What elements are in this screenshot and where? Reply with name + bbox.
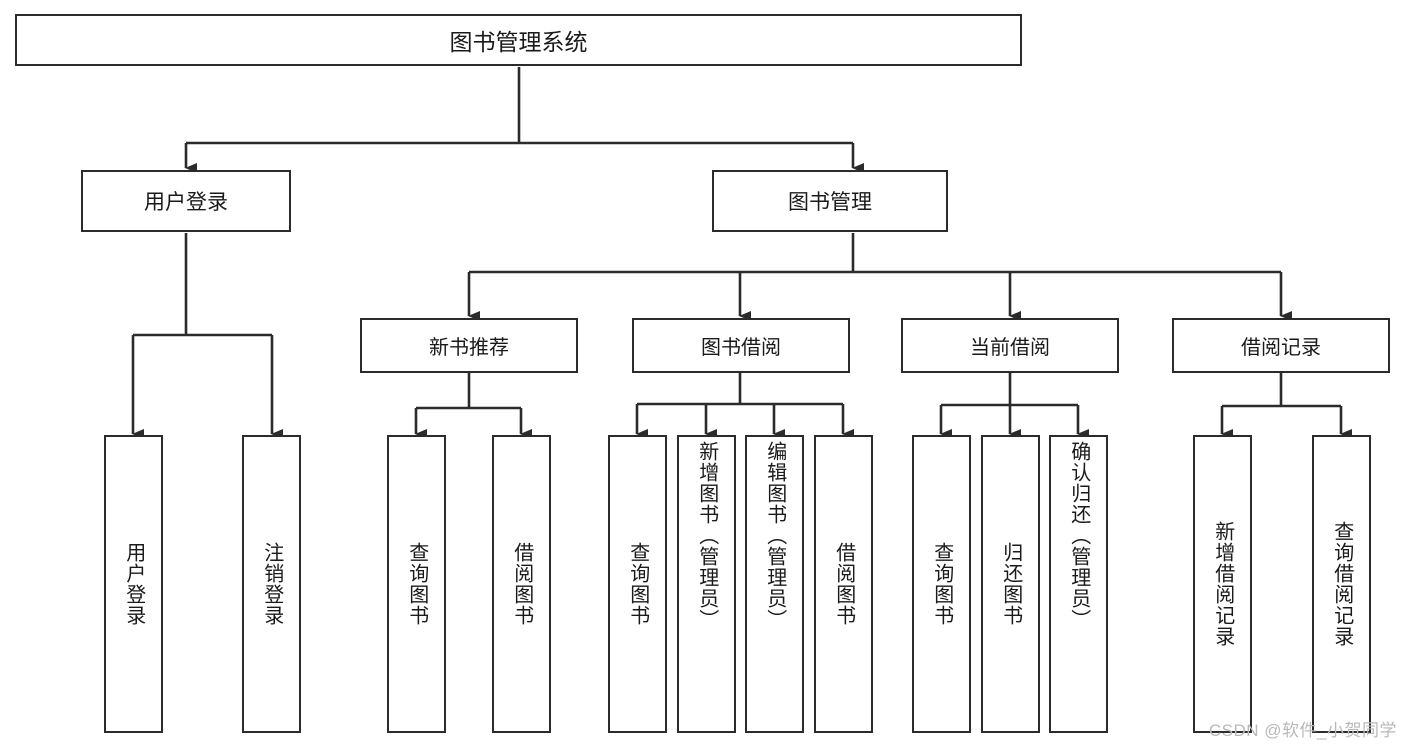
node-leaf-return-book-label: 归还图书	[999, 542, 1022, 626]
node-leaf-borrow-book-2[interactable]: 借阅图书	[814, 435, 873, 733]
leaf-text-wrap: 用户登录	[106, 437, 161, 731]
node-leaf-query-book-2-label: 查询图书	[626, 542, 649, 626]
node-leaf-borrow-book-1-label: 借阅图书	[510, 542, 533, 626]
node-leaf-user-login-label: 用户登录	[122, 542, 145, 626]
leaf-text-wrap: 注销登录	[244, 437, 299, 731]
node-leaf-add-book[interactable]: 新增图书（管理员）	[677, 435, 736, 733]
node-leaf-query-book-2[interactable]: 查询图书	[608, 435, 667, 733]
leaf-text-wrap: 借阅图书	[816, 437, 871, 731]
node-leaf-user-login[interactable]: 用户登录	[104, 435, 163, 733]
node-borrow-record[interactable]: 借阅记录	[1172, 318, 1390, 373]
node-leaf-borrow-book-2-label: 借阅图书	[832, 542, 855, 626]
node-leaf-query-book-1-label: 查询图书	[405, 542, 428, 626]
node-root-system[interactable]: 图书管理系统	[15, 14, 1022, 66]
node-leaf-logout-label: 注销登录	[260, 542, 283, 626]
leaf-text-wrap: 归还图书	[983, 437, 1038, 731]
node-borrow-record-label: 借阅记录	[1241, 337, 1321, 359]
leaf-text-wrap: 查询图书	[610, 437, 665, 731]
leaf-text-wrap: 借阅图书	[494, 437, 549, 731]
leaf-text-wrap: 确认归还（管理员）	[1051, 437, 1106, 735]
leaf-text-wrap: 新增图书（管理员）	[679, 437, 734, 735]
node-leaf-query-book-3[interactable]: 查询图书	[912, 435, 971, 733]
leaf-text-wrap: 查询借阅记录	[1314, 437, 1369, 731]
node-current-borrow-label: 当前借阅	[970, 337, 1050, 359]
watermark-label: CSDN @软件_小贺同学	[1208, 721, 1397, 740]
node-user-login-label: 用户登录	[144, 191, 228, 214]
node-root-label: 图书管理系统	[449, 29, 588, 55]
node-leaf-return-book[interactable]: 归还图书	[981, 435, 1040, 733]
node-leaf-logout[interactable]: 注销登录	[242, 435, 301, 733]
node-leaf-edit-book-label: 编辑图书（管理员）	[763, 441, 786, 630]
leaf-text-wrap: 编辑图书（管理员）	[747, 437, 802, 735]
node-book-manage-label: 图书管理	[788, 191, 872, 214]
node-user-login[interactable]: 用户登录	[81, 170, 291, 232]
node-current-borrow[interactable]: 当前借阅	[901, 318, 1119, 373]
leaf-text-wrap: 新增借阅记录	[1195, 437, 1250, 731]
node-leaf-query-book-1[interactable]: 查询图书	[387, 435, 446, 733]
leaf-text-wrap: 查询图书	[389, 437, 444, 731]
node-leaf-query-record[interactable]: 查询借阅记录	[1312, 435, 1371, 733]
node-book-manage[interactable]: 图书管理	[712, 170, 948, 232]
node-leaf-add-record-label: 新增借阅记录	[1211, 521, 1234, 647]
node-leaf-query-record-label: 查询借阅记录	[1330, 521, 1353, 647]
node-leaf-query-book-3-label: 查询图书	[930, 542, 953, 626]
node-leaf-add-record[interactable]: 新增借阅记录	[1193, 435, 1252, 733]
node-new-book-recommend-label: 新书推荐	[429, 337, 509, 359]
node-leaf-confirm-return-label: 确认归还（管理员）	[1067, 441, 1090, 630]
node-leaf-borrow-book-1[interactable]: 借阅图书	[492, 435, 551, 733]
node-leaf-add-book-label: 新增图书（管理员）	[695, 441, 718, 630]
node-leaf-confirm-return[interactable]: 确认归还（管理员）	[1049, 435, 1108, 733]
leaf-text-wrap: 查询图书	[914, 437, 969, 731]
node-book-borrow-label: 图书借阅	[701, 337, 781, 359]
node-leaf-edit-book[interactable]: 编辑图书（管理员）	[745, 435, 804, 733]
node-new-book-recommend[interactable]: 新书推荐	[360, 318, 578, 373]
node-book-borrow[interactable]: 图书借阅	[632, 318, 850, 373]
